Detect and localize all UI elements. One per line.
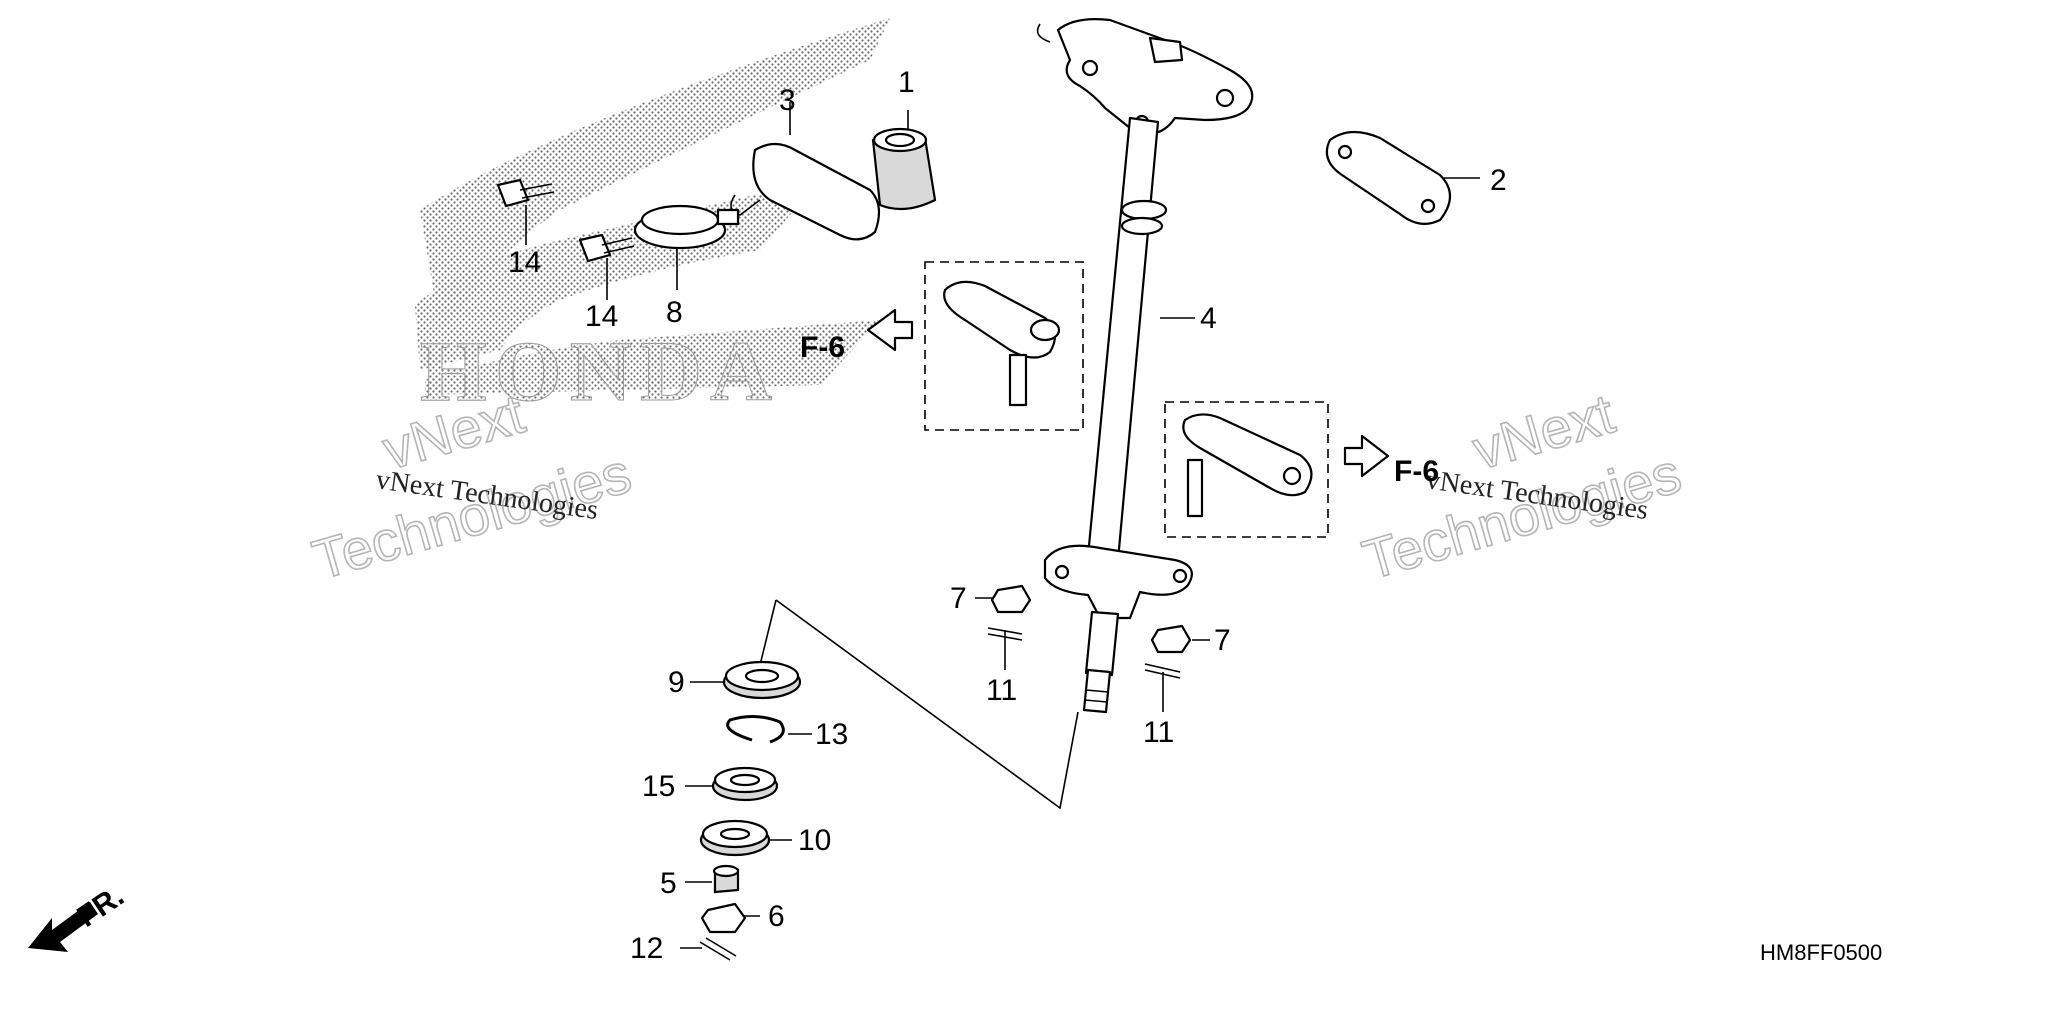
reference-arrow-left [866, 308, 914, 352]
bolt-part-14-lower [578, 233, 635, 263]
bearing-part-15 [711, 766, 779, 802]
cotter-pin-part-11-left [987, 627, 1023, 641]
callout-7-left: 7 [950, 582, 967, 615]
reference-f6-left[interactable]: F-6 [800, 331, 845, 364]
nut-part-6 [700, 902, 747, 934]
callout-13: 13 [815, 718, 848, 751]
oil-seal-part-9 [722, 660, 802, 700]
callout-3: 3 [779, 84, 796, 117]
band-part-8 [633, 204, 740, 250]
bolt-part-14-upper [496, 178, 555, 208]
callout-9: 9 [668, 666, 685, 699]
callout-15: 15 [642, 770, 675, 803]
reference-arrow-right [1343, 434, 1390, 478]
drawing-code: HM8FF0500 [1760, 940, 1882, 965]
cotter-pin-part-12 [699, 937, 737, 961]
tie-rod-end-right-box [1164, 401, 1329, 538]
nut-part-7-left [990, 584, 1032, 614]
callout-11-left: 11 [986, 674, 1017, 707]
tie-rod-end-left-box [924, 261, 1084, 431]
honda-wordmark: HONDA [420, 323, 780, 419]
callout-10: 10 [798, 824, 831, 857]
collar-part-5 [712, 864, 740, 894]
bracket-part-3 [730, 142, 881, 241]
cotter-pin-part-11-right [1144, 663, 1181, 679]
watermark-right: vNext Technologies vNext Technologies [1355, 381, 1688, 593]
callout-2: 2 [1490, 164, 1507, 197]
leader-lines [525, 102, 1480, 949]
callout-14-upper: 14 [508, 246, 541, 279]
shaft-holder-part-2 [1325, 130, 1452, 225]
nut-part-7-right [1150, 624, 1192, 654]
steering-shaft [1036, 18, 1254, 714]
front-direction-arrow: FR. [28, 879, 130, 952]
callout-12: 12 [630, 932, 663, 965]
bushing-part-1 [871, 127, 937, 211]
callout-1: 1 [898, 66, 915, 99]
callout-7-right: 7 [1214, 624, 1231, 657]
reference-f6-right[interactable]: F-6 [1394, 455, 1439, 488]
callout-11-right: 11 [1143, 716, 1174, 749]
callout-labels: 1 2 3 4 5 6 7 7 8 9 10 11 11 12 13 14 14… [508, 66, 1507, 965]
bearing-part-10 [699, 819, 771, 857]
callout-5: 5 [660, 867, 677, 900]
callout-14-lower: 14 [585, 300, 618, 333]
callout-4: 4 [1200, 302, 1217, 335]
circlip-part-13 [726, 715, 785, 744]
callout-6: 6 [768, 900, 785, 933]
callout-8: 8 [666, 296, 683, 329]
